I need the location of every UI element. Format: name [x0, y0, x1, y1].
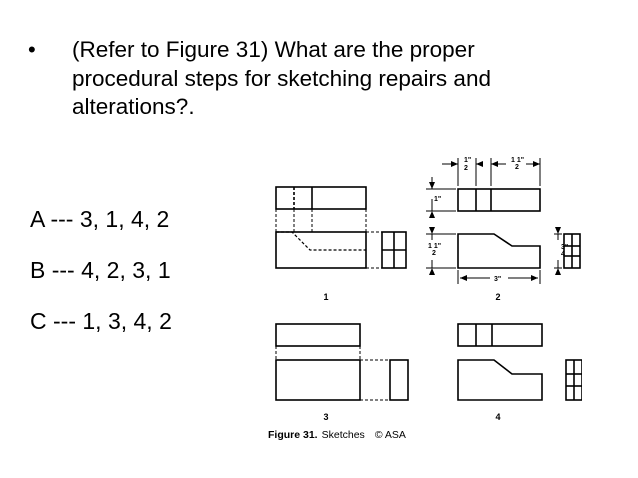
sketch-4: [457, 323, 582, 401]
dim-one-and-half-side: 1 1": [428, 243, 441, 250]
bullet-icon: •: [28, 37, 36, 62]
svg-text:4: 4: [561, 251, 565, 258]
dim-one-inch: 1": [434, 196, 441, 203]
figure-sketches: 1" 2 1 1" 2 1" 1 1" 2 3" 3" 4: [268, 157, 582, 441]
sketch-label-1: 1: [323, 292, 328, 302]
sketch-3: [275, 323, 409, 401]
sketch-label-3: 3: [323, 412, 328, 422]
sketch-1: [275, 186, 407, 269]
dim-one-and-half-top: 1 1": [511, 157, 524, 164]
caption-bold: Figure 31.: [268, 429, 318, 441]
sketch-2: [457, 188, 581, 269]
question-text: (Refer to Figure 31) What are the proper…: [72, 37, 491, 119]
question-block: • (Refer to Figure 31) What are the prop…: [28, 36, 618, 122]
svg-text:2: 2: [432, 250, 436, 257]
dim-three-inch: 3": [494, 276, 501, 283]
caption-normal: Sketches: [322, 429, 365, 441]
dim-half-inch: 1": [464, 157, 471, 164]
figure-31: 1" 2 1 1" 2 1" 1 1" 2 3" 3" 4: [262, 152, 582, 448]
dimension-labels: 1" 2 1 1" 2 1" 1 1" 2 3" 3" 4: [428, 157, 568, 283]
sketch-label-4: 4: [495, 412, 500, 422]
dimension-arrowheads: [429, 161, 561, 281]
dim-three-quarter: 3": [561, 244, 568, 251]
figure-caption: Figure 31. Sketches © ASA: [268, 429, 406, 441]
sketch-2-dimensions: [426, 158, 562, 284]
answer-option-b: B --- 4, 2, 3, 1: [30, 257, 171, 283]
svg-text:2: 2: [515, 164, 519, 171]
sketch-numbers: 1 2 3 4: [323, 292, 500, 422]
caption-credit: © ASA: [375, 429, 406, 441]
answer-option-c: C --- 1, 3, 4, 2: [30, 308, 172, 334]
svg-text:2: 2: [464, 165, 468, 172]
answer-option-a: A --- 3, 1, 4, 2: [30, 206, 170, 232]
sketch-label-2: 2: [495, 292, 500, 302]
